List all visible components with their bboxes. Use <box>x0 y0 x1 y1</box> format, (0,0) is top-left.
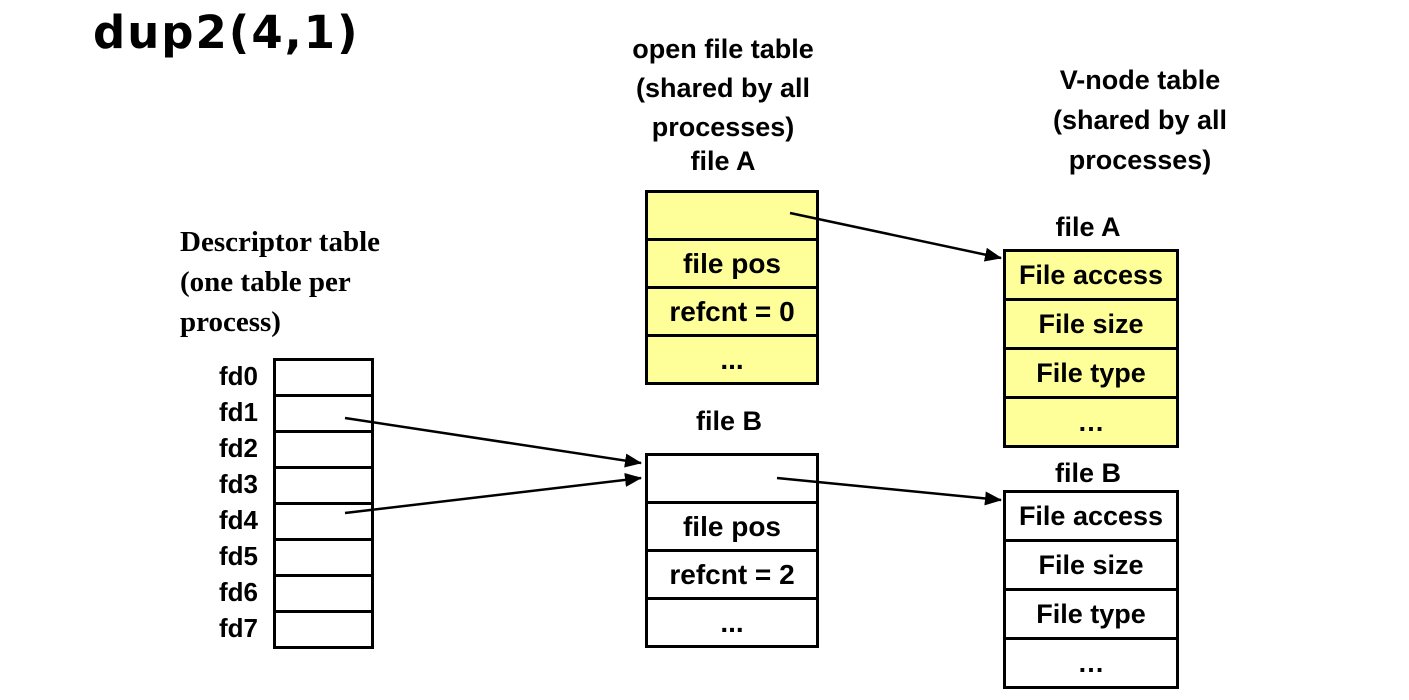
arrow-fd4-to-open-file-b <box>344 472 642 515</box>
table-cell-file-access: File access <box>1018 500 1164 531</box>
table-cell-file-type: File type <box>1006 588 1176 637</box>
descriptor-table-heading: Descriptor table (one table per process) <box>180 222 460 342</box>
fd-label-fd2: fd2 <box>219 432 258 463</box>
descriptor-cell-fd2 <box>276 430 371 466</box>
heading-line: Descriptor table <box>180 226 380 258</box>
descriptor-cell-fd6 <box>276 574 371 610</box>
fd-label-fd6: fd6 <box>219 576 258 607</box>
heading-line: process) <box>180 306 281 338</box>
open-file-table-heading: open file table (shared by all processes… <box>573 30 873 147</box>
table-cell-refcnt: refcnt = 2 <box>648 549 816 597</box>
fd-label-fd1: fd1 <box>219 396 258 427</box>
fd-label-fd0: fd0 <box>219 360 258 391</box>
table-cell-pointer <box>648 456 816 501</box>
open-file-table-file-b: file pos refcnt = 2 ... <box>645 453 819 648</box>
fd-labels: fd0 fd1 fd2 fd3 fd4 fd5 fd6 fd7 <box>158 358 258 646</box>
table-cell-file-size: File size <box>1006 539 1176 588</box>
heading-line: (one table per <box>180 266 351 298</box>
heading-line: open file table <box>632 34 814 64</box>
table-cell-file-type: File type <box>1006 347 1176 396</box>
slide-title: dup2(4,1) <box>93 6 360 59</box>
table-cell-pointer <box>648 193 816 238</box>
fd-label-fd4: fd4 <box>219 504 258 535</box>
open-file-table-file-a: file pos refcnt = 0 ... <box>645 190 819 385</box>
vnode-table-file-b: File access File size File type … <box>1003 490 1179 689</box>
table-cell-ellipsis: … <box>1006 396 1176 445</box>
table-cell-ellipsis: … <box>1006 637 1176 686</box>
table-cell-file-size: File size <box>1006 298 1176 347</box>
descriptor-cell-fd0 <box>276 361 371 394</box>
table-cell-ellipsis: ... <box>648 334 816 382</box>
table-cell-file-access: File access <box>1018 259 1164 290</box>
descriptor-cell-fd5 <box>276 538 371 574</box>
vnode-table-heading: V-node table (shared by all processes) <box>990 60 1290 180</box>
table-cell-filepos: file pos <box>648 501 816 549</box>
vnode-table-file-b-label: file B <box>1054 458 1121 488</box>
fd-label-fd3: fd3 <box>219 468 258 499</box>
table-cell-refcnt: refcnt = 0 <box>648 286 816 334</box>
open-file-table-file-b-label: file B <box>695 406 762 436</box>
fd-label-fd5: fd5 <box>219 540 258 571</box>
table-cell-filepos: file pos <box>648 238 816 286</box>
heading-line: V-node table <box>1059 65 1221 95</box>
heading-line: processes) <box>1068 145 1212 175</box>
descriptor-cell-fd4 <box>276 502 371 538</box>
heading-line: (shared by all <box>1052 105 1228 135</box>
table-cell-ellipsis: ... <box>648 597 816 645</box>
fd-label-fd7: fd7 <box>219 612 258 643</box>
heading-line: processes) <box>651 112 795 142</box>
vnode-table-file-a-label: file A <box>1055 212 1121 242</box>
descriptor-table <box>273 358 374 649</box>
heading-line: (shared by all <box>635 73 811 103</box>
descriptor-cell-fd7 <box>276 610 371 646</box>
vnode-table-file-a: File access File size File type … <box>1003 249 1179 448</box>
open-file-table-file-a-label: file A <box>690 146 756 176</box>
descriptor-cell-fd3 <box>276 466 371 502</box>
descriptor-cell-fd1 <box>276 394 371 430</box>
